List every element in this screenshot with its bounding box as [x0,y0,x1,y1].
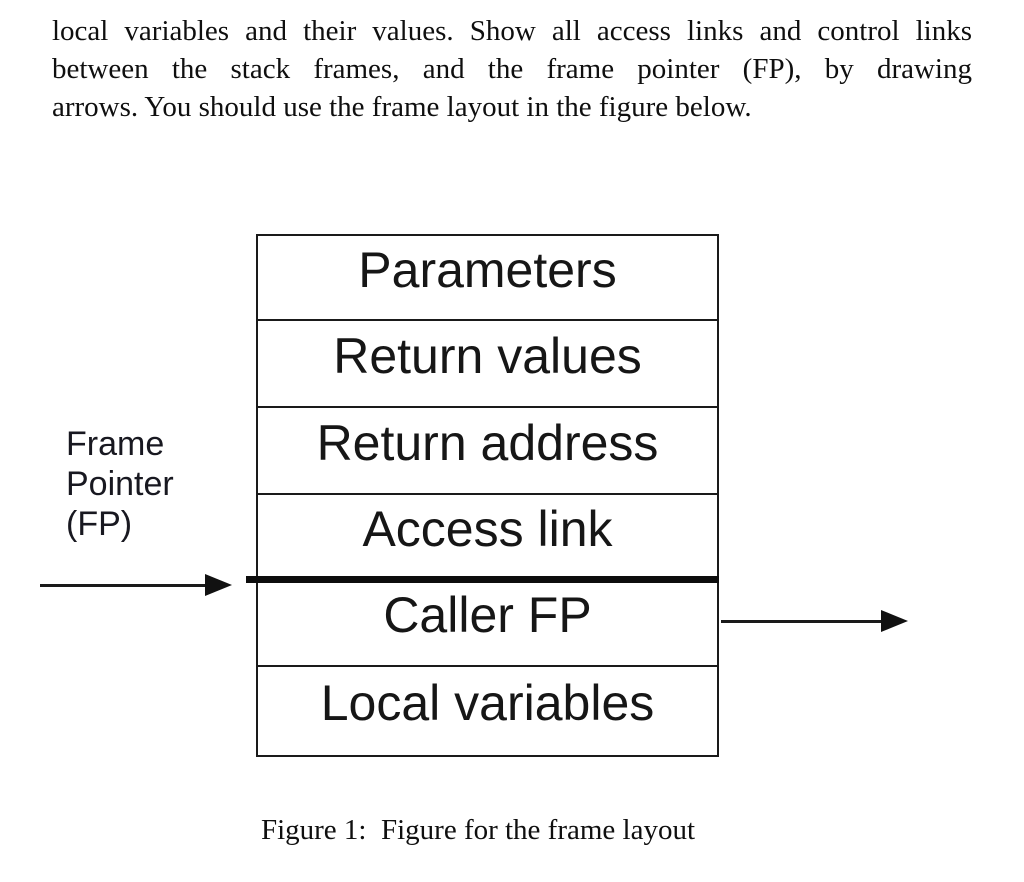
frame-pointer-label-line-2: Pointer [66,465,174,503]
frame-row-local-variables: Local variables [320,675,655,731]
paragraph-line-1: local variables and their values. Show a… [52,15,972,47]
fp-arrow-shaft [40,584,208,587]
frame-row-caller-fp: Caller FP [258,580,717,667]
frame-row-parameters: Parameters [258,236,717,321]
paragraph-line-2: between the stack frames, and the frame … [52,53,972,85]
caller-fp-arrow-shaft [721,620,882,623]
figure-caption: Figure 1: Figure for the frame layout [260,814,696,846]
frame-pointer-label-line-1: Frame [66,425,165,463]
frame-row-access-link: Access link [258,495,717,580]
fp-arrowhead-icon [205,574,232,596]
frame-pointer-label-line-3: (FP) [66,505,133,543]
caller-fp-arrowhead-icon [881,610,908,632]
frame-pointer-label: Frame Pointer (FP) [66,424,174,544]
frame-row-return-values: Return values [258,321,717,408]
frame-pointer-divider-line [246,576,719,583]
paragraph-line-3: arrows. You should use the frame layout … [52,91,752,123]
stack-frame-box: Parameters Return values Return address … [256,234,719,757]
frame-row-return-address: Return address [258,408,717,495]
question-paragraph: local variables and their values. Show a… [52,12,972,126]
